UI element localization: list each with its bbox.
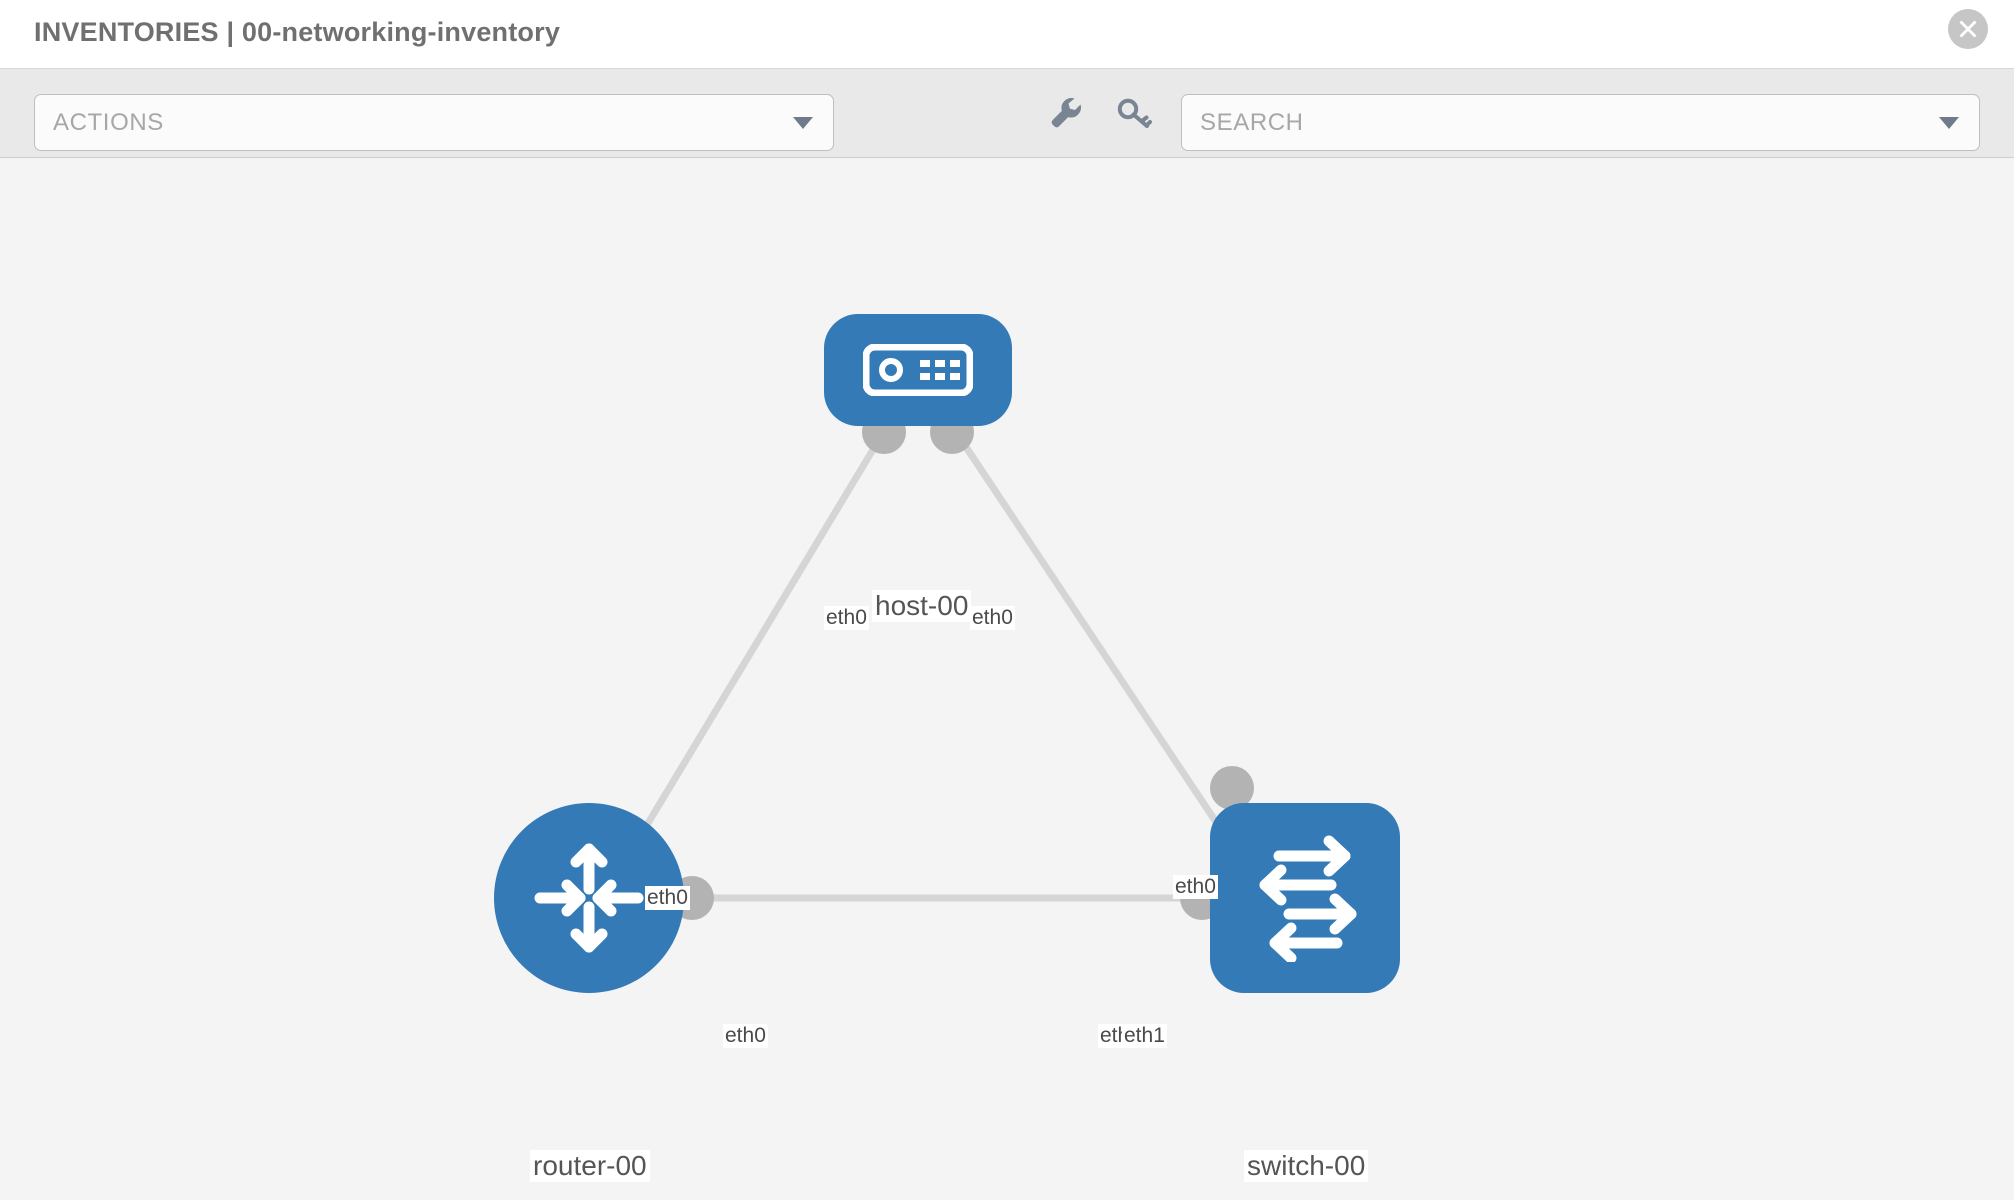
node-label-switch-00: switch-00 [1244, 1150, 1369, 1182]
switch-arrows-icon [1259, 835, 1357, 962]
interface-label-switch-eth0-up: eth0 [1173, 875, 1218, 899]
search-input[interactable]: SEARCH [1181, 94, 1980, 151]
port-switch-eth0-top [1210, 766, 1254, 810]
node-label-router-00: router-00 [530, 1150, 650, 1182]
node-label-host-00: host-00 [872, 590, 972, 622]
title-bar: INVENTORIES | 00-networking-inventory [0, 0, 2014, 69]
close-icon[interactable] [1948, 9, 1988, 49]
interface-label-router-eth0-up: eth0 [645, 886, 690, 910]
toolbar: ACTIONS SEARCH [0, 69, 2014, 158]
topology-canvas[interactable]: host-00 router-00 switch-00 eth0 eth0 et… [0, 158, 2014, 1200]
interface-label-switch-eth1: eth1 [1122, 1024, 1167, 1048]
search-placeholder: SEARCH [1200, 108, 1304, 136]
wrench-icon[interactable] [1045, 92, 1087, 134]
server-icon [863, 344, 973, 396]
interface-label-host-eth0-right: eth0 [970, 606, 1015, 630]
interface-label-router-eth0: eth0 [723, 1024, 768, 1048]
interface-label-host-eth0-left: eth0 [824, 606, 869, 630]
node-host-00[interactable] [824, 314, 1012, 426]
chevron-down-icon [793, 116, 813, 129]
chevron-down-icon [1939, 116, 1959, 129]
router-arrows-icon [534, 843, 644, 953]
node-switch-00[interactable] [1210, 803, 1400, 993]
page-title: INVENTORIES | 00-networking-inventory [34, 17, 561, 47]
key-icon[interactable] [1113, 92, 1155, 134]
topology-links-layer [597, 410, 1254, 920]
actions-dropdown-label: ACTIONS [53, 108, 164, 136]
link-host-switch [957, 436, 1243, 860]
actions-dropdown[interactable]: ACTIONS [34, 94, 834, 151]
